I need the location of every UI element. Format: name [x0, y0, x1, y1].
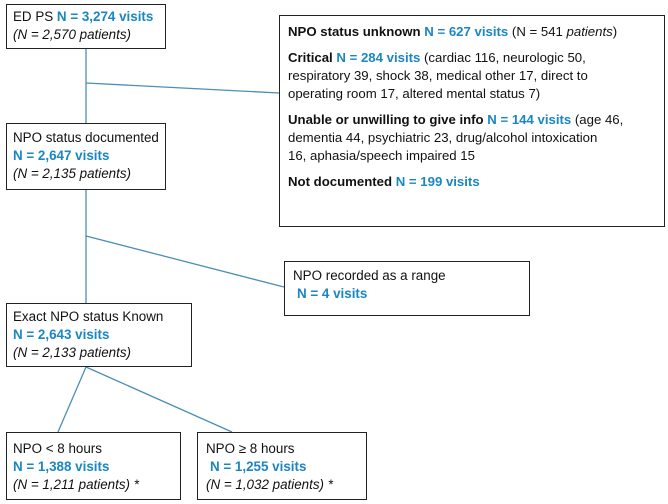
not-documented-count: N = 199 visits	[395, 174, 480, 189]
npo-ge8-label: NPO ≥ 8 hours	[206, 441, 295, 456]
npo-documented-count: N = 2,647 visits	[13, 148, 110, 163]
connector-exact-to-ge8	[85, 366, 233, 433]
npo-range-label: NPO recorded as a range	[293, 268, 446, 283]
unable-label: Unable or unwilling to give info	[288, 112, 484, 127]
unable-detail-2: dementia 44, psychiatric 23, drug/alcoho…	[288, 130, 598, 145]
npo-ge8-count: N = 1,255 visits	[210, 459, 307, 474]
unable-detail-1: (age 46,	[571, 112, 624, 127]
npo-lt8-patients: (N = 1,211 patients) *	[13, 477, 139, 492]
critical-label: Critical	[288, 50, 333, 65]
connector-trunk-to-unknown	[85, 82, 280, 94]
npo-documented-patients: (N = 2,135 patients)	[13, 166, 131, 181]
npo-unknown-count: N = 627 visits	[424, 24, 509, 39]
not-documented-section: Not documented N = 199 visits	[288, 173, 656, 191]
npo-range-box: NPO recorded as a range N = 4 visits	[284, 261, 530, 316]
npo-lt8-label: NPO < 8 hours	[13, 441, 102, 456]
npo-range-count: N = 4 visits	[297, 286, 368, 301]
critical-detail-1: (cardiac 116, neurologic 50,	[420, 50, 586, 65]
critical-detail-3: operating room 17, altered mental status…	[288, 86, 541, 101]
npo-unknown-patients-suffix: )	[612, 24, 618, 39]
npo-exact-box: Exact NPO status Known N = 2,643 visits …	[6, 303, 192, 367]
unable-count: N = 144 visits	[487, 112, 572, 127]
not-documented-label: Not documented	[288, 174, 393, 189]
ed-ps-label: ED PS	[13, 9, 54, 24]
npo-documented-label: NPO status documented	[13, 130, 159, 145]
ed-ps-count: N = 3,274 visits	[56, 9, 154, 24]
npo-lt8-box: NPO < 8 hours N = 1,388 visits (N = 1,21…	[6, 432, 181, 500]
npo-unknown-box: NPO status unknown N = 627 visits (N = 5…	[279, 15, 665, 227]
npo-unknown-patients-word: patients	[566, 24, 613, 39]
unable-detail-3: 16, aphasia/speech impaired 15	[288, 148, 475, 163]
critical-detail-2: respiratory 39, shock 38, medical other …	[288, 68, 588, 83]
npo-ge8-box: NPO ≥ 8 hours N = 1,255 visits (N = 1,03…	[197, 432, 367, 500]
critical-count: N = 284 visits	[336, 50, 421, 65]
npo-documented-box: NPO status documented N = 2,647 visits (…	[6, 123, 166, 190]
npo-unknown-patients-prefix: (N = 541	[511, 24, 567, 39]
ed-ps-box: ED PS N = 3,274 visits (N = 2,570 patien…	[6, 4, 166, 49]
connector-exact-to-lt8	[57, 366, 87, 433]
ed-ps-patients: (N = 2,570 patients)	[13, 27, 131, 42]
critical-section: Critical N = 284 visits (cardiac 116, ne…	[288, 49, 656, 103]
unable-section: Unable or unwilling to give info N = 144…	[288, 111, 656, 165]
npo-ge8-patients: (N = 1,032 patients) *	[206, 477, 333, 492]
npo-exact-count: N = 2,643 visits	[13, 327, 110, 342]
npo-exact-patients: (N = 2,133 patients)	[13, 345, 131, 360]
npo-unknown-title: NPO status unknown	[288, 24, 421, 39]
connector-trunk-to-range	[85, 235, 285, 288]
npo-exact-label: Exact NPO status Known	[13, 309, 164, 324]
npo-lt8-count: N = 1,388 visits	[13, 459, 110, 474]
